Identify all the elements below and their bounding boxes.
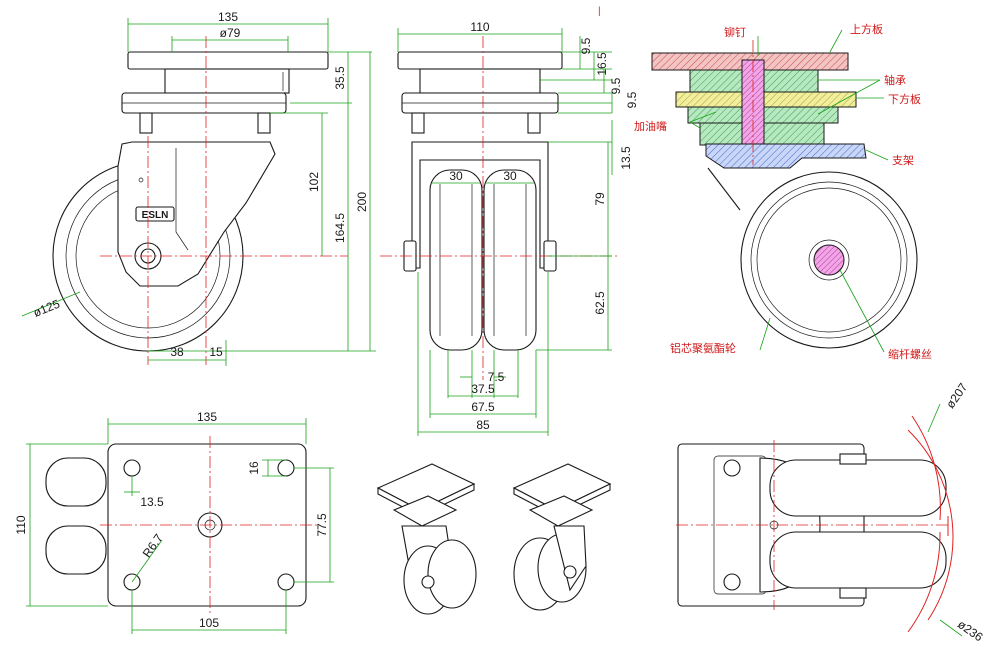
section-bottom-plate [675,91,857,108]
bracket-label: 支架 [892,154,914,167]
side-swivel-housing [164,68,290,94]
bottom-view: 135 16 13.5 77.5 R6.7 105 110 [14,410,334,634]
side-overall-height-label: 200 [355,192,369,212]
mount-hole-tl [123,459,141,477]
hole-spacing-h-label: 105 [199,616,219,630]
svg-text:|: | [598,6,601,17]
section-callouts: 铆钉 上方板 轴承 下方板 加油嘴 支架 铝芯聚氨酯轮 缩杆螺丝 [634,22,932,361]
front-w2-label: 67.5 [471,400,495,414]
logo-plate [135,206,175,222]
isometric-view-back [512,463,612,611]
section-axle [813,244,845,276]
front-gap-label: 7.5 [488,370,505,384]
front-view: 110 9.5 16.5 9.5 9.5 13.5 79 62.5 [380,20,639,436]
top-view: ø207 ø236 [676,380,986,644]
side-offset-label: 38 [170,345,184,359]
front-h7-label: 62.5 [593,291,607,315]
section-view: 铆钉 上方板 轴承 下方板 加油嘴 支架 铝芯聚氨酯轮 缩杆螺丝 [634,22,932,361]
front-w1-label: 37.5 [471,382,495,396]
bottom-dimensions: 135 16 13.5 77.5 R6.7 105 110 [14,410,334,634]
side-wheel-dia-label: ø125 [31,297,62,320]
bottom-plate-height-label: 110 [14,515,28,534]
wheel-label: 铝芯聚氨酯轮 [670,341,736,355]
front-tread-left-label: 30 [449,169,463,183]
front-dimensions: 110 9.5 16.5 9.5 9.5 13.5 79 62.5 [397,20,639,436]
bolt-label: 缩杆螺丝 [888,347,932,361]
mount-hole-br [277,573,295,591]
side-logo: ESLN [142,210,169,221]
side-plate-height-label: 35.5 [333,66,347,90]
top-plate-label: 上方板 [850,22,883,36]
bearing-label: 轴承 [884,73,906,87]
top-view-wheel-lower [769,531,947,589]
sweep-arc [907,531,941,633]
front-top-plate [397,51,563,70]
isometric-view-front [376,463,477,615]
front-wheel-left [429,169,483,351]
swivel-radius-label: ø207 [943,380,970,411]
edge-label: 13.5 [140,495,164,509]
front-h3-label: 9.5 [609,77,623,94]
rivet-label: 铆钉 [724,25,746,39]
front-plate-width-label: 110 [470,20,489,34]
front-tread-right-label: 30 [503,169,517,183]
front-h5-label: 13.5 [619,146,633,170]
side-offset-height-label: 102 [307,172,321,192]
front-h2-label: 16.5 [595,52,609,76]
front-h1-label: 9.5 [579,37,593,54]
front-h6-label: 79 [593,192,607,206]
side-bolt-circle-label: ø79 [220,26,241,40]
swivel-arc [907,429,954,621]
hole-spacing-v-label: 77.5 [315,513,329,537]
front-h4-label: 9.5 [625,91,639,108]
side-plate-width-label: 135 [218,10,238,24]
front-wheel-right [483,169,537,351]
mount-hole-tr [277,459,295,477]
side-top-plate [127,51,329,70]
top-view-wheel-upper [769,459,947,517]
wheel-sweep-label: ø236 [955,617,986,644]
bottom-plate-width-label: 135 [197,410,217,424]
hole-dia-label: 16 [247,461,261,475]
section-bracket [705,143,867,169]
grease-nipple-label: 加油嘴 [634,119,667,133]
side-view: ESLN 135 ø79 35.5 102 164. [21,10,376,366]
front-w3-label: 85 [476,418,490,432]
side-axle-height-label: 164.5 [333,213,347,243]
side-offset-small-label: 15 [209,345,223,359]
bottom-plate-label: 下方板 [888,92,921,106]
